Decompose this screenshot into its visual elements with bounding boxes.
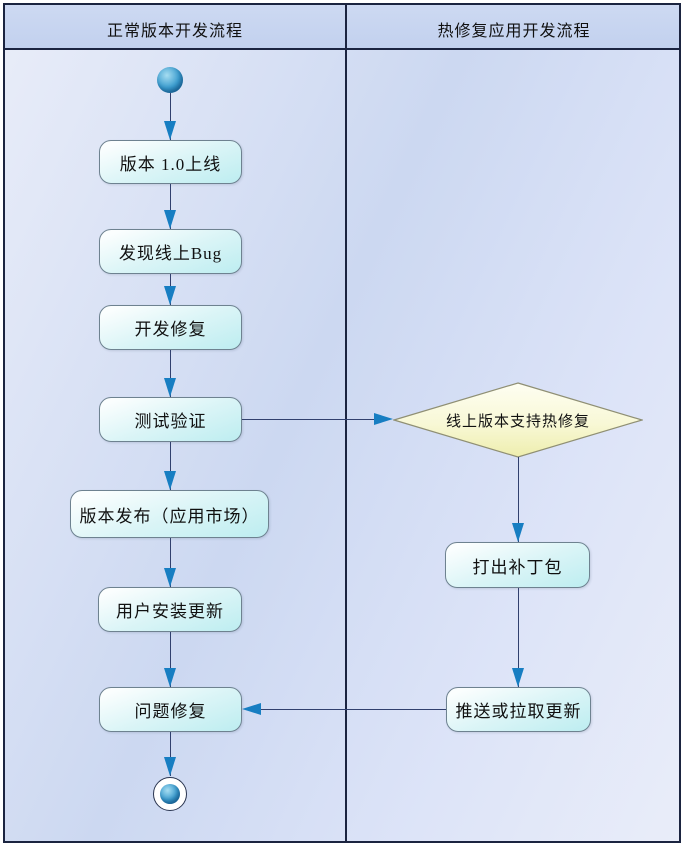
edge-install-to-fixed (170, 632, 171, 687)
lane-title-normal: 正常版本开发流程 (106, 23, 243, 40)
activity-version-online: 版本 1.0上线 (99, 140, 242, 184)
arrowhead-down-icon (164, 568, 176, 587)
arrowhead-left-icon (242, 703, 261, 715)
end-node-core (160, 784, 180, 804)
edge-devfix-to-test (170, 350, 171, 397)
lane-divider (345, 5, 347, 841)
activity-find-bug: 发现线上Bug (99, 229, 242, 274)
edge-release-to-install (170, 538, 171, 587)
diagram-frame: 正常版本开发流程 热修复应用开发流程 版本 1.0上线 发现线上Bug 开发修复… (3, 3, 681, 843)
arrowhead-down-icon (164, 121, 176, 140)
edge-test-to-decision (242, 419, 376, 420)
end-node (153, 777, 187, 811)
arrowhead-down-icon (512, 523, 524, 542)
arrowhead-down-icon (164, 378, 176, 397)
activity-release: 版本发布（应用市场） (70, 490, 269, 538)
arrowhead-right-icon (374, 413, 393, 425)
edge-start-to-version (170, 93, 171, 140)
arrowhead-down-icon (164, 471, 176, 490)
arrowhead-down-icon (164, 668, 176, 687)
edge-patch-to-push (518, 588, 519, 687)
activity-dev-fix: 开发修复 (99, 305, 242, 350)
edge-push-to-fixed (259, 709, 446, 710)
arrowhead-down-icon (164, 210, 176, 229)
activity-test-verify: 测试验证 (99, 397, 242, 442)
arrowhead-down-icon (164, 757, 176, 776)
arrowhead-down-icon (512, 668, 524, 687)
arrowhead-down-icon (164, 286, 176, 305)
activity-user-install: 用户安装更新 (98, 587, 242, 632)
edge-version-to-findbug (170, 184, 171, 229)
activity-issue-fixed: 问题修复 (99, 687, 242, 732)
activity-push-pull-update: 推送或拉取更新 (446, 687, 591, 732)
decision-hotfix-supported: 线上版本支持热修复 (391, 382, 645, 458)
start-node (157, 67, 183, 93)
activity-make-patch: 打出补丁包 (445, 542, 590, 588)
edge-fixed-to-end (170, 732, 171, 776)
swimlane-header (5, 5, 679, 50)
decision-label: 线上版本支持热修复 (445, 413, 590, 430)
edge-test-to-release (170, 442, 171, 490)
lane-title-hotfix: 热修复应用开发流程 (437, 23, 591, 40)
edge-decision-to-patch (518, 457, 519, 542)
